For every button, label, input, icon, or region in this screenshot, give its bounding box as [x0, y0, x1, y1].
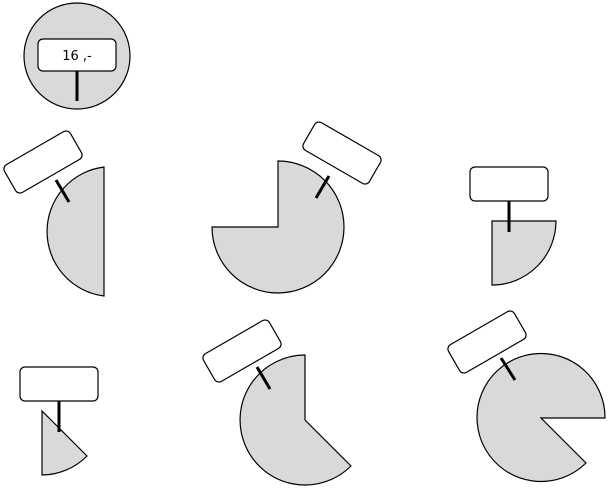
- price-sign: [202, 319, 282, 383]
- exercise-quarter-circle: [469, 166, 557, 286]
- small-sector-shape: [41, 409, 88, 476]
- sign-stick: [314, 175, 331, 199]
- exercise-three-quarter-circle: [211, 121, 382, 294]
- price-sign: [37, 38, 117, 72]
- price-label: 16 ,-: [62, 49, 92, 64]
- price-sign: [302, 121, 382, 185]
- sign-stick: [54, 179, 71, 203]
- sign-stick: [255, 366, 272, 390]
- three-quarter-circle-shape: [211, 160, 345, 294]
- price-sign: [19, 366, 99, 402]
- seven-eighths-circle-shape: [476, 352, 606, 483]
- sign-stick: [499, 357, 517, 381]
- five-eighths-circle-shape: [239, 354, 352, 486]
- exercise-seven-eighths-circle: [447, 310, 606, 483]
- quarter-circle-shape: [491, 220, 557, 286]
- price-sign: [447, 310, 527, 374]
- exercise-half-circle: [3, 130, 105, 297]
- example-full-circle: 16 ,-: [23, 2, 131, 110]
- price-sign: [469, 166, 549, 202]
- exercise-small-sector: [19, 366, 99, 476]
- price-sign: [3, 130, 83, 194]
- exercise-five-eighths-circle: [202, 319, 352, 486]
- half-circle-shape: [46, 166, 105, 297]
